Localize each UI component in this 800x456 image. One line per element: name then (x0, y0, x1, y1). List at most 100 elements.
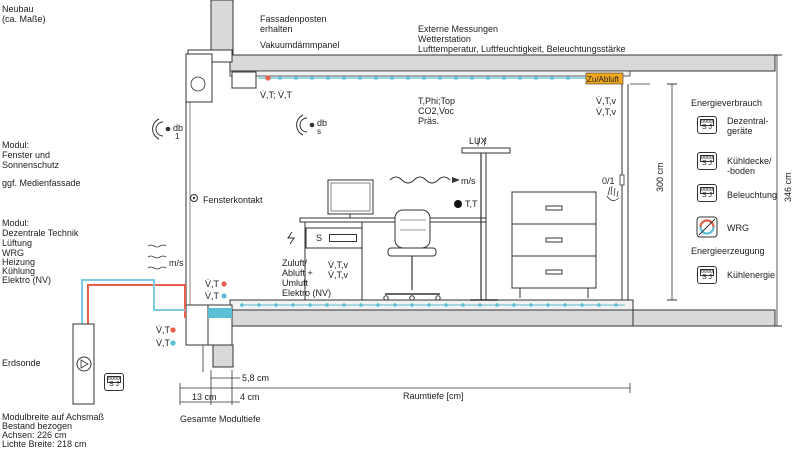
floor-dot (291, 303, 295, 307)
modul-tech-7: Elektro (NV) (2, 275, 52, 285)
tt-label: T,T (465, 199, 478, 209)
facade-circle (190, 76, 206, 92)
ceiling-dot (374, 76, 378, 80)
dbs-label-a: db (317, 118, 328, 128)
dim-300-label: 300 cm (655, 162, 665, 192)
socket-strip (329, 234, 357, 242)
dezentral-meter-icon: 0000 S J (697, 116, 717, 134)
vt-blue-label-1: V̇,T (205, 291, 220, 301)
floor-dot (240, 303, 244, 307)
floor-dot (274, 303, 278, 307)
pump-icon (76, 356, 92, 372)
floor-dot (359, 303, 363, 307)
neubau-label: Neubau (2, 4, 34, 14)
kuehldecke-meter-icon: 0000 S J (697, 152, 717, 170)
floor-dot (512, 303, 516, 307)
floor-dot (444, 303, 448, 307)
floor-dot (308, 303, 312, 307)
modulbreite-2: Bestand bezogen (2, 421, 73, 431)
modul-fenster-2: Fenster und (2, 150, 51, 160)
neubau-sub-label: (ca. Maße) (2, 14, 46, 24)
ceiling-duct-box (231, 71, 257, 89)
modul-fenster-3: Sonnenschutz (2, 160, 60, 170)
fassadenposten-label-1: Fassadenposten (260, 14, 327, 24)
floor-dot (325, 303, 329, 307)
floor-dot (376, 303, 380, 307)
tphi-label-3: Präs. (418, 116, 440, 126)
floor-dot (597, 303, 601, 307)
tphi-label-2: CO2,Voc (418, 106, 455, 116)
modul-tech-3: Lüftung (2, 238, 33, 248)
zu-abluft-label: Zu/Abluft (587, 75, 620, 84)
dbs-label-b: s (317, 127, 321, 136)
light-switch (619, 174, 625, 186)
vt-red-label-1: V̇,T (205, 279, 220, 289)
zu-abluft-box (585, 72, 624, 85)
chair (394, 209, 431, 249)
wrg-icon (696, 216, 718, 238)
fassadenposten-label-2: erhalten (260, 24, 293, 34)
externe-label-3: Lufttemperatur, Luftfeuchtigkeit, Beleuc… (418, 44, 626, 54)
fensterkontakt-label: Fensterkontakt (203, 195, 263, 205)
modulbreite-4: Lichte Breite: 218 cm (2, 439, 87, 449)
ceiling-dot (406, 76, 410, 80)
modul-tech-5: Heizung (2, 257, 36, 267)
dim-58-label: 5,8 cm (242, 373, 270, 383)
zuluft-label-2: Abluft + (282, 268, 313, 278)
dezentral-label-2: geräte (727, 126, 753, 136)
pipe-blue (81, 279, 185, 325)
floor-dot (614, 303, 618, 307)
s-box-label: S (316, 233, 323, 243)
pipe-red (87, 284, 186, 325)
floor-dot (427, 303, 431, 307)
modulbreite-1: Modulbreite auf Achsmaß (2, 412, 105, 422)
airflow-wave (389, 176, 451, 184)
dezentral-label-1: Dezentral- (727, 116, 769, 126)
floor-dot (478, 303, 482, 307)
facade-post-bottom (212, 344, 234, 368)
electric-icon (287, 231, 295, 245)
ceiling-dot (278, 76, 282, 80)
ceiling-dot (310, 76, 314, 80)
erdsonde-label: Erdsonde (2, 358, 41, 368)
modul-tech-1: Modul: (2, 218, 30, 228)
ceiling-dot (422, 76, 426, 80)
ceiling-dot (358, 76, 362, 80)
ceiling-dot (342, 76, 346, 80)
ceiling-dot (454, 76, 458, 80)
ms-room-label: m/s (461, 176, 476, 186)
tphi-label-1: T,Phi;Top (418, 96, 456, 106)
floor-dot (461, 303, 465, 307)
ceiling-red-dot (265, 75, 271, 81)
ceiling-dot (566, 76, 570, 80)
ceiling-panel (229, 70, 631, 77)
modul-tech-4: WRG (2, 248, 24, 258)
gesamte-modultiefe-label: Gesamte Modultiefe (180, 414, 261, 424)
vtv-label-4: V̇,T,v (328, 270, 349, 280)
raumtiefe-label: Raumtiefe [cm] (403, 391, 464, 401)
ceiling-dot (550, 76, 554, 80)
ceiling-slab (229, 54, 776, 72)
ceiling-dot (486, 76, 490, 80)
energieerzeugung-title: Energieerzeugung (691, 246, 765, 256)
dim-4-label: 4 cm (240, 392, 260, 402)
ceiling-dot (518, 76, 522, 80)
vt-red-label-2: V̇,T (156, 325, 171, 335)
ceiling-dot (390, 76, 394, 80)
floor-dot (257, 303, 261, 307)
ceiling-dot (438, 76, 442, 80)
vt-blue-label-2: V̇,T (156, 338, 171, 348)
kuehldecke-label-2: -boden (727, 166, 756, 176)
db1-label-b: 1 (175, 132, 180, 141)
erdsonde-meter-icon: 0000 S J (104, 373, 124, 391)
zuluft-label-3: Umluft (282, 278, 309, 288)
floor-sensor-dots (240, 303, 618, 307)
ceiling-dot (326, 76, 330, 80)
kuehldecke-label-1: Kühldecke/ (727, 156, 772, 166)
floor-dot (495, 303, 499, 307)
temperature-sensor-dot (454, 200, 462, 208)
modulbreite-3: Achsen: 226 cm (2, 430, 67, 440)
red-dot-1 (221, 281, 227, 287)
